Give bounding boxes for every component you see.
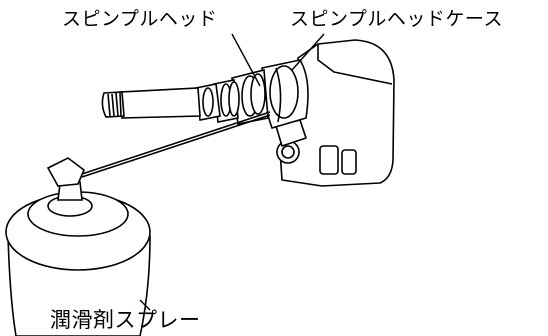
lubricant-spray-label: 潤滑剤スプレー (50, 308, 201, 332)
spindle-head (195, 68, 269, 125)
leader-lines (139, 33, 325, 311)
handpiece-body (275, 39, 395, 187)
spray-can (5, 111, 271, 336)
spindle-head-case-label: スピンプルヘッドケース (290, 8, 503, 30)
spindle-shaft (101, 87, 201, 119)
spindle-head-case (261, 59, 309, 129)
spindle-head-label: スピンプルヘッド (62, 8, 218, 30)
